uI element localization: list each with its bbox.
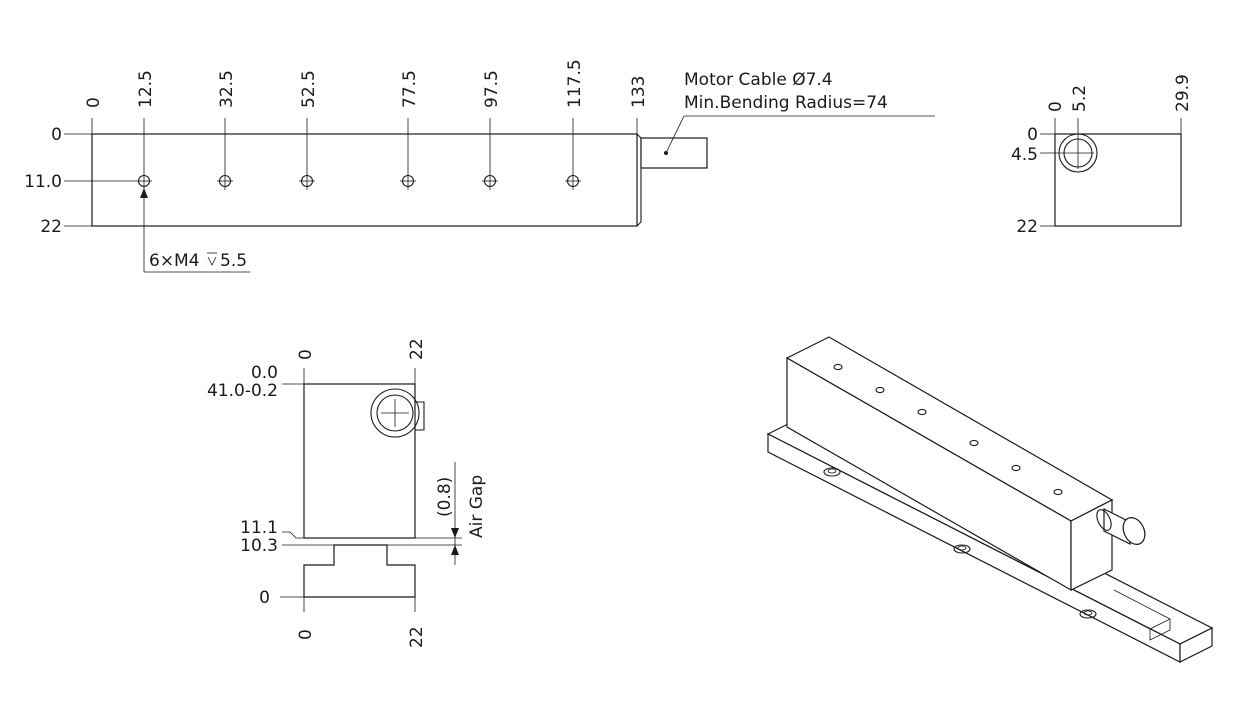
top-hole (917, 408, 927, 416)
motor-cable-stub (640, 137, 708, 169)
side-cable-outer (370, 388, 420, 438)
air-gap-value: (0.8) (435, 477, 455, 517)
mounting-hole (400, 174, 416, 188)
end-y-tick: 22 (1016, 217, 1038, 237)
side-y-mid-b: 10.3 (240, 536, 278, 556)
iso-cable (1103, 508, 1131, 545)
top-hole (1011, 464, 1021, 472)
top-x-tick: 117.5 (565, 59, 585, 108)
side-cable-inner (376, 394, 414, 432)
mounting-hole (217, 174, 233, 188)
rail-end (1179, 627, 1213, 663)
cable-note-line2: Min.Bending Radius=74 (684, 93, 888, 113)
rail-screw-hole (823, 467, 841, 477)
top-y-tick: 11.0 (24, 172, 62, 192)
side-y-bottom: 0 (259, 588, 270, 608)
top-hole (833, 363, 843, 371)
top-y-tick: 22 (40, 217, 62, 237)
mounting-hole (565, 174, 581, 188)
depth-symbol-icon (207, 252, 217, 266)
side-top-tick: 0 (296, 349, 316, 360)
top-hole (875, 386, 885, 394)
iso-cable-end (1122, 517, 1146, 545)
end-x-tick: 29.9 (1173, 74, 1193, 112)
side-bottom-tick: 22 (407, 626, 427, 648)
top-view: 0 12.5 32.5 52.5 77.5 97.5 117.5 133 0 1… (24, 59, 935, 273)
top-view-body (91, 133, 638, 227)
top-x-tick: 12.5 (136, 70, 156, 108)
end-x-tick: 0 (1046, 101, 1066, 112)
hole-callout: 6×M4 (149, 251, 200, 271)
rail-screw-hole (1079, 609, 1097, 619)
end-view-body (1054, 133, 1182, 227)
cable-note-line1: Motor Cable Ø7.4 (684, 70, 833, 90)
mounting-hole (136, 174, 152, 188)
top-hole (1053, 488, 1063, 496)
end-x-tick: 5.2 (1070, 85, 1090, 112)
top-y-tick: 0 (51, 125, 62, 145)
mounting-hole (482, 174, 498, 188)
end-y-tick: 0 (1027, 125, 1038, 145)
rail-screw-hole (953, 544, 971, 554)
side-view: 0 22 0 22 0.0 41.0-0.2 11.1 10.3 0 (0.8)… (207, 338, 487, 648)
side-view-rail (303, 544, 416, 598)
isometric-view (766, 336, 1214, 663)
top-x-tick: 32.5 (217, 70, 237, 108)
top-x-tick: 77.5 (400, 70, 420, 108)
side-view-motor (303, 383, 416, 539)
top-hole (969, 439, 979, 447)
side-y-top-b: 41.0-0.2 (207, 381, 278, 401)
end-y-tick: 4.5 (1011, 145, 1038, 165)
side-y-mid-a: 11.1 (240, 518, 278, 538)
top-x-tick: 97.5 (482, 70, 502, 108)
top-x-tick: 0 (84, 97, 104, 108)
motor-end-face (1070, 499, 1113, 591)
mounting-hole (299, 174, 315, 188)
side-top-tick: 22 (407, 338, 427, 360)
side-y-top-a: 0.0 (251, 363, 278, 383)
air-gap-label: Air Gap (467, 475, 487, 538)
hole-depth: 5.5 (220, 251, 247, 271)
top-x-tick: 52.5 (299, 70, 319, 108)
end-view: 0 5.2 29.9 0 4.5 22 (1011, 74, 1193, 237)
top-x-tick: 133 (629, 76, 649, 108)
side-bottom-tick: 0 (296, 629, 316, 640)
